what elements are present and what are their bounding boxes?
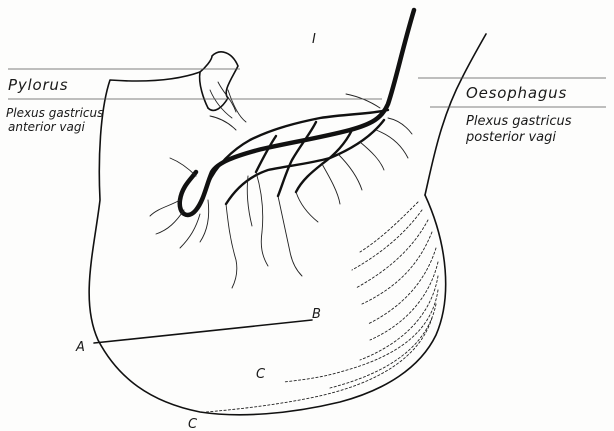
fibre <box>247 176 252 226</box>
stomach-outline <box>89 10 486 415</box>
fibre <box>210 90 232 118</box>
fibre <box>156 210 184 234</box>
label-point-c-outer: C <box>188 417 198 431</box>
posterior-vagal-plexus <box>206 202 438 412</box>
posterior-fibre <box>352 210 422 270</box>
label-plexus-anterior-line2: anterior vagi <box>8 120 85 134</box>
posterior-fibre <box>206 318 432 412</box>
fibre <box>360 142 384 170</box>
posterior-fibre <box>284 290 438 382</box>
label-plexus-anterior-line1: Plexus gastricus <box>6 106 103 120</box>
label-point-c-inner: C <box>256 367 266 382</box>
stomach-greater-curvature <box>89 72 446 415</box>
posterior-fibre <box>360 202 418 252</box>
label-point-a: A <box>75 340 85 355</box>
label-plexus-posterior-line2: posterior vagi <box>465 130 556 145</box>
fibre <box>170 158 196 176</box>
fibre <box>180 214 200 248</box>
labels: I Pylorus Oesophagus Plexus gastricus an… <box>6 32 572 431</box>
fibre <box>322 164 340 204</box>
posterior-fibre <box>356 220 428 288</box>
fibre <box>150 200 180 216</box>
anterior-branch-middle <box>226 120 384 204</box>
fibre <box>278 196 302 276</box>
fibre <box>296 192 318 222</box>
label-pylorus: Pylorus <box>8 76 68 94</box>
fibre <box>226 204 237 288</box>
posterior-fibre <box>330 304 436 388</box>
label-roman-numeral: I <box>312 32 316 47</box>
fibre <box>376 130 408 158</box>
pylorus-left-edge <box>200 72 208 108</box>
anterior-branch-upper <box>208 110 388 184</box>
posterior-fibre <box>368 248 436 324</box>
fibre <box>388 118 412 134</box>
anterior-vagal-plexus <box>180 10 414 215</box>
fibre <box>256 172 268 266</box>
label-plexus-posterior-line1: Plexus gastricus <box>466 114 572 129</box>
pylorus-tube <box>200 52 238 98</box>
anterior-branch-descending-1 <box>278 122 316 196</box>
fibre <box>338 154 362 190</box>
anterior-branch-descending-2 <box>256 136 276 172</box>
section-line-a-b <box>94 320 312 343</box>
posterior-fibre <box>362 232 432 304</box>
label-oesophagus: Oesophagus <box>466 84 567 102</box>
label-point-b: B <box>312 307 321 322</box>
fibre <box>200 200 209 242</box>
fibre <box>346 94 380 108</box>
